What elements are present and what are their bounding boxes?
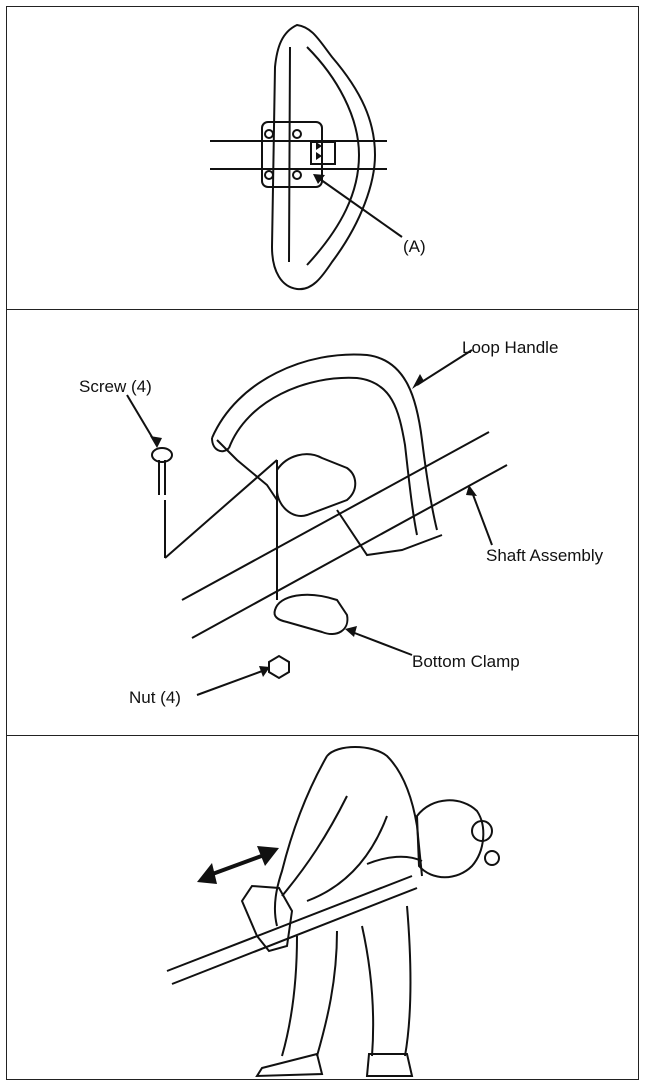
clamp-block bbox=[261, 121, 323, 188]
nut bbox=[268, 654, 290, 680]
boot-right bbox=[365, 1053, 414, 1077]
operator-back bbox=[326, 746, 423, 877]
harness-strap bbox=[366, 855, 423, 865]
engine-cap bbox=[471, 820, 493, 842]
arrowhead-shaft bbox=[466, 485, 477, 496]
arrowhead-nut bbox=[259, 666, 270, 677]
operator-front bbox=[273, 755, 328, 927]
operator-leg-left-inner bbox=[316, 930, 338, 1057]
screw-1 bbox=[264, 129, 274, 139]
engine-knob bbox=[484, 850, 500, 866]
operator-arm-right bbox=[306, 815, 388, 902]
shaft-lower-line bbox=[191, 464, 508, 639]
leader-nut bbox=[196, 669, 266, 696]
panel-handle-assembly: Loop Handle Screw (4) Shaft Assembly Bot… bbox=[6, 309, 639, 736]
leader-line-a bbox=[316, 176, 403, 238]
loop-handle-arc-inner bbox=[228, 376, 418, 536]
operator-leg-left-outer bbox=[281, 935, 298, 1057]
arrowhead-loop-handle bbox=[412, 374, 424, 389]
screw-head bbox=[151, 447, 173, 463]
handle-leg-left bbox=[216, 439, 278, 501]
label-a: (A) bbox=[403, 237, 426, 256]
operator-leg-right-inner bbox=[361, 925, 375, 1057]
loop-handle-front-view-drawing bbox=[210, 23, 403, 291]
leader-loop-handle bbox=[416, 349, 473, 386]
operator-arm-left bbox=[281, 795, 348, 897]
double-arrow-icon bbox=[197, 846, 279, 884]
leader-arrowhead-a bbox=[313, 174, 325, 184]
direction-label bbox=[310, 141, 336, 165]
label-nut: Nut (4) bbox=[129, 688, 181, 707]
arrow-marks bbox=[316, 142, 322, 160]
screw-2 bbox=[292, 129, 302, 139]
loop-handle bbox=[240, 884, 294, 953]
handle-leg-right bbox=[336, 509, 443, 557]
screw-4 bbox=[292, 170, 302, 180]
screw-shank bbox=[158, 460, 166, 495]
label-shaft-assembly: Shaft Assembly bbox=[486, 546, 604, 565]
loop-handle-arc-outer bbox=[211, 353, 438, 531]
shaft-upper-line bbox=[181, 431, 490, 601]
label-bottom-clamp: Bottom Clamp bbox=[412, 652, 520, 671]
assembly-line-diag bbox=[164, 459, 278, 559]
leader-bottom-clamp bbox=[351, 631, 413, 656]
screw-3 bbox=[264, 170, 274, 180]
engine-body bbox=[415, 799, 485, 879]
label-loop-handle: Loop Handle bbox=[462, 338, 559, 357]
loop-handle-inner bbox=[288, 46, 361, 266]
label-screw: Screw (4) bbox=[79, 377, 152, 396]
leader-shaft bbox=[471, 491, 493, 546]
panel-operator-position bbox=[6, 735, 639, 1080]
trimmer-shaft-lower bbox=[171, 887, 418, 985]
bottom-clamp bbox=[273, 593, 349, 635]
panel-handle-front-view: (A) bbox=[6, 6, 639, 310]
arrowhead-bottom-clamp bbox=[345, 626, 357, 637]
boot-left bbox=[255, 1052, 324, 1078]
arrowhead-screw bbox=[150, 436, 162, 448]
operator-with-trimmer-drawing bbox=[166, 746, 500, 1078]
leader-screw bbox=[126, 394, 156, 443]
upper-clamp bbox=[276, 453, 357, 517]
loop-handle-assembly-drawing bbox=[126, 349, 508, 696]
loop-handle-outline bbox=[270, 23, 377, 291]
operator-leg-right-outer bbox=[404, 905, 412, 1057]
